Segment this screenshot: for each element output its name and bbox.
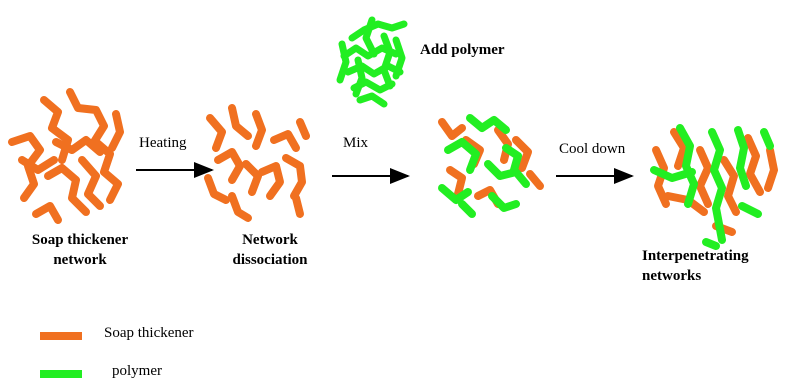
soap-network-cluster <box>12 92 120 220</box>
caption-line: network <box>10 250 150 270</box>
legend-polymer-label: polymer <box>112 362 162 380</box>
caption-line: Network <box>200 230 340 250</box>
caption-line: dissociation <box>200 250 340 270</box>
heating-label: Heating <box>139 134 186 152</box>
dissociation-cluster <box>208 108 306 218</box>
legend-soap-label: Soap thickener <box>104 324 194 342</box>
caption-line: Interpenetrating <box>642 246 749 266</box>
mixed-cluster <box>442 118 540 214</box>
added-polymer-cluster <box>340 20 404 104</box>
caption-line: networks <box>642 266 749 286</box>
soap-network-caption: Soap thickener network <box>10 230 150 270</box>
add-polymer-label: Add polymer <box>420 40 505 60</box>
mix-label: Mix <box>343 134 368 152</box>
dissociation-caption: Network dissociation <box>200 230 340 270</box>
interpenetrating-caption: Interpenetrating networks <box>642 246 749 286</box>
interpenetrating-cluster <box>654 128 774 246</box>
caption-line: Soap thickener <box>10 230 150 250</box>
cool-down-label: Cool down <box>559 140 625 158</box>
